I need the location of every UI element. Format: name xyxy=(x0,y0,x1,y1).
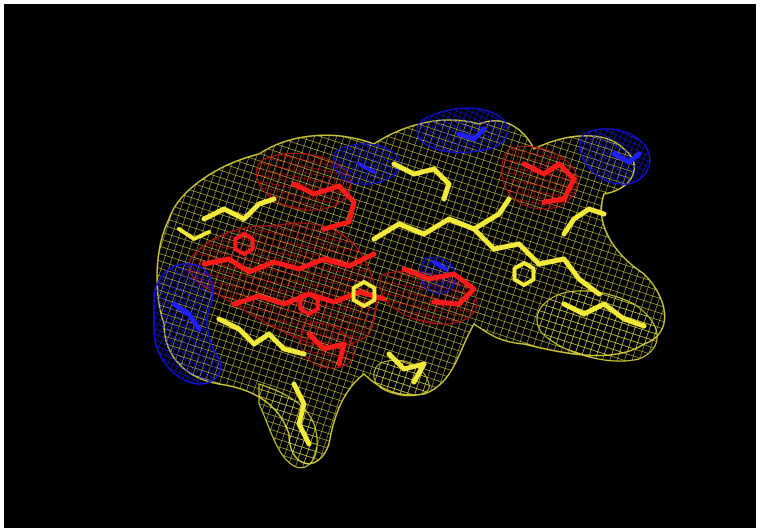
bond-chain xyxy=(177,227,211,241)
bond-chain xyxy=(357,162,376,174)
stick-model xyxy=(171,126,647,447)
aromatic-ring xyxy=(512,261,536,287)
bond-chain xyxy=(456,126,487,142)
aromatic-ring xyxy=(233,232,255,256)
aromatic-ring xyxy=(298,292,320,316)
bond-chain xyxy=(386,351,427,385)
bond-chain xyxy=(306,331,347,367)
bond-chain xyxy=(561,206,607,237)
aromatic-ring xyxy=(351,280,377,308)
bond-chain xyxy=(611,151,642,165)
render-canvas[interactable] xyxy=(4,4,756,528)
bond-chain xyxy=(521,161,577,205)
bond-chain xyxy=(291,181,357,232)
molecule-render xyxy=(153,107,666,469)
bond-chain xyxy=(371,196,512,242)
bond-chain xyxy=(291,381,312,447)
bond-chain xyxy=(432,260,448,271)
bond-chain xyxy=(201,251,377,275)
bond-chain xyxy=(391,161,452,202)
bond-chain xyxy=(471,226,602,297)
bond-chain xyxy=(171,301,202,332)
bond-chain xyxy=(216,316,307,357)
bond-chain xyxy=(401,266,477,307)
bond-chain xyxy=(561,301,647,329)
bond-chain xyxy=(201,196,277,222)
surface-mesh-nitrogen xyxy=(153,107,651,385)
